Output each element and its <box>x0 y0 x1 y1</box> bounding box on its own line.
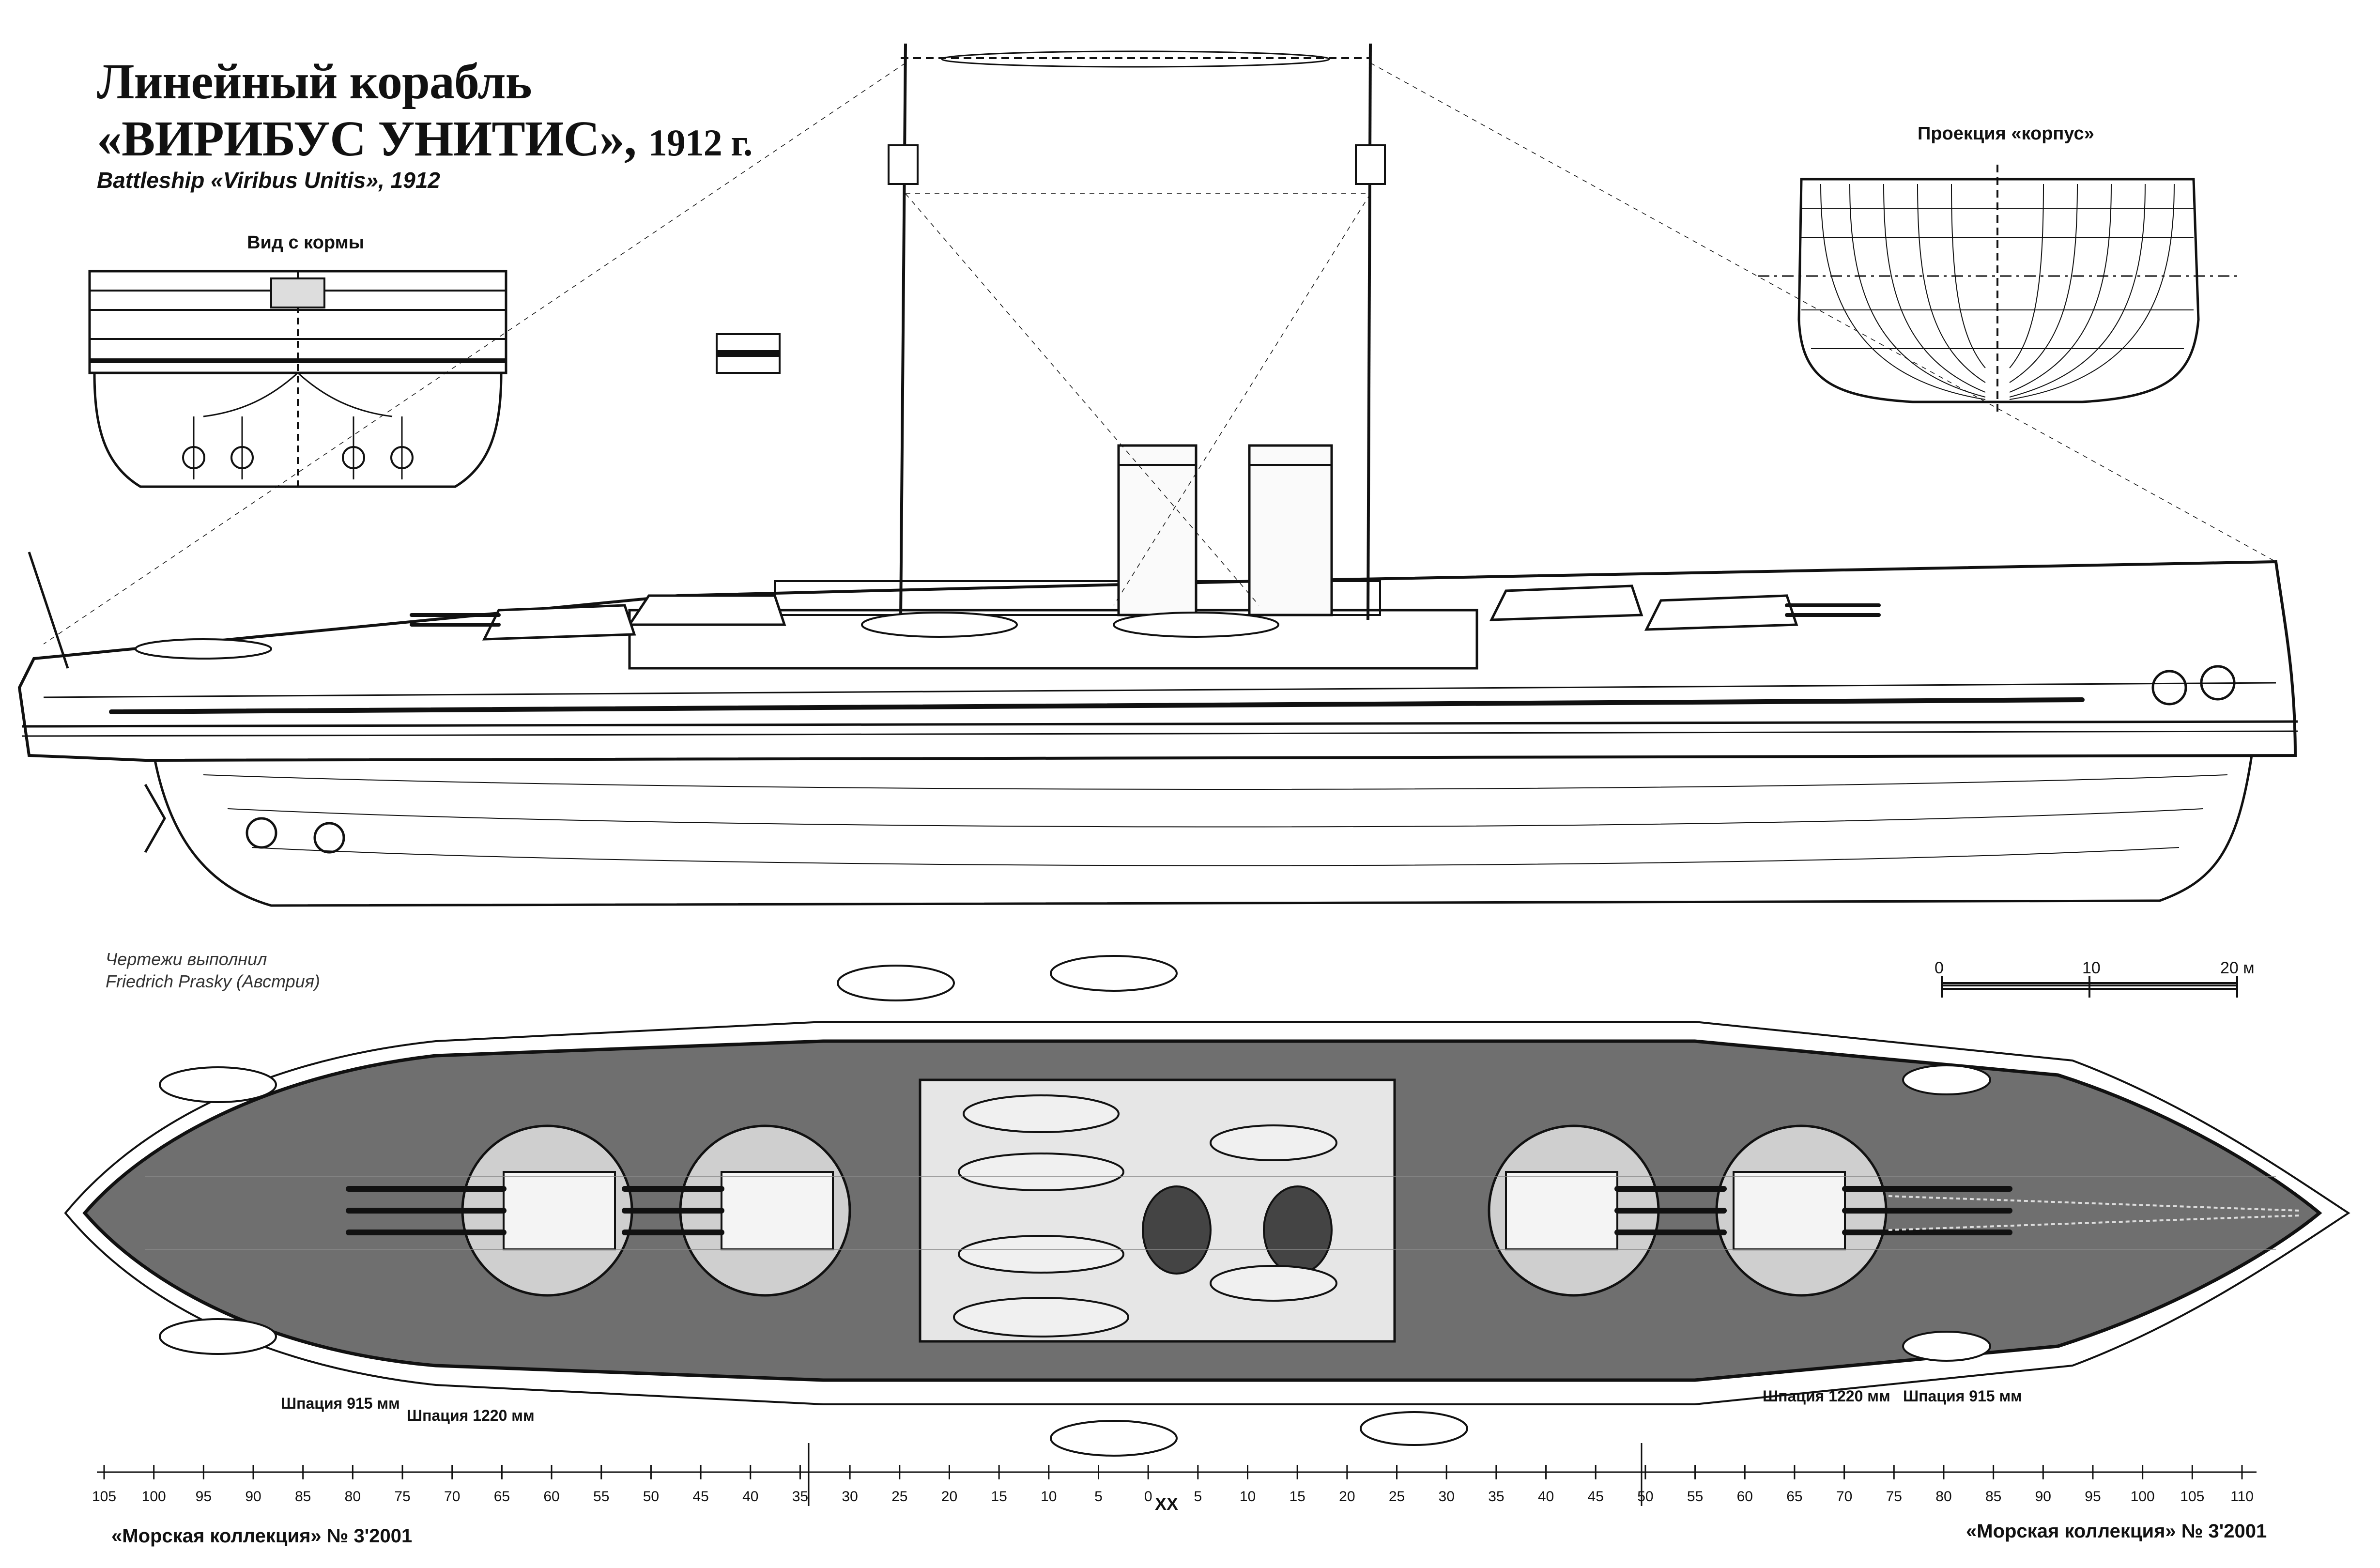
frame-label: 55 <box>1687 1489 1703 1505</box>
english-title: Battleship «Viribus Unitis», 1912 <box>97 168 440 193</box>
frame-label: 40 <box>1538 1489 1554 1505</box>
scale-label-10: 10 <box>2082 959 2101 977</box>
spacing-aft-1220: Шпация 1220 мм <box>407 1407 535 1424</box>
frame-label: 45 <box>1588 1489 1604 1505</box>
frame-label: 20 <box>1339 1489 1355 1505</box>
frame-label: 45 <box>692 1489 708 1505</box>
credit-line-2: Friedrich Prasky (Австрия) <box>106 971 320 991</box>
frame-label: 90 <box>245 1489 261 1505</box>
footer-left: «Морская коллекция» № 3'2001 <box>111 1525 413 1547</box>
frame-label: 40 <box>742 1489 758 1505</box>
frame-label: 20 <box>941 1489 957 1505</box>
frame-label: 10 <box>1240 1489 1256 1505</box>
spacing-fwd-915: Шпация 915 мм <box>1903 1387 2022 1405</box>
frame-label: 25 <box>891 1489 907 1505</box>
frame-label: 95 <box>2085 1489 2101 1505</box>
frame-label: 110 <box>2230 1489 2254 1505</box>
frame-ruler <box>97 1443 2257 1506</box>
frame-label: 10 <box>1041 1489 1057 1505</box>
frame-label: 100 <box>2131 1489 2155 1505</box>
scale-label-20: 20 м <box>2220 959 2255 977</box>
frame-label: 55 <box>593 1489 609 1505</box>
credit-line-1: Чертежи выполнил <box>106 949 267 969</box>
frame-label: 30 <box>842 1489 858 1505</box>
frame-label: 60 <box>543 1489 559 1505</box>
frame-label: 90 <box>2035 1489 2051 1505</box>
frame-label: 25 <box>1389 1489 1405 1505</box>
title-line-1: Линейный корабль <box>97 54 532 109</box>
body-plan <box>1758 165 2237 412</box>
frame-label: 50 <box>643 1489 659 1505</box>
spacing-fwd-1220: Шпация 1220 мм <box>1763 1387 1890 1405</box>
frame-label: 70 <box>444 1489 460 1505</box>
midship-mark: XX <box>1155 1494 1179 1514</box>
frame-label: 15 <box>1289 1489 1305 1505</box>
frame-label: 80 <box>345 1489 361 1505</box>
frame-label: 5 <box>1094 1489 1103 1505</box>
frame-label: 75 <box>394 1489 410 1505</box>
frame-label: 65 <box>1786 1489 1802 1505</box>
frame-label: 35 <box>1488 1489 1504 1505</box>
title-line-2: «ВИРИБУС УНИТИС», 1912 г. <box>97 110 752 171</box>
side-profile <box>17 43 2298 907</box>
frame-label: 70 <box>1836 1489 1852 1505</box>
frame-label: 30 <box>1439 1489 1455 1505</box>
frame-label: 35 <box>792 1489 808 1505</box>
body-plan-label: Проекция «корпус» <box>1918 123 2094 144</box>
frame-label: 75 <box>1886 1489 1902 1505</box>
footer-right: «Морская коллекция» № 3'2001 <box>1966 1521 2267 1542</box>
scale-label-0: 0 <box>1935 959 1944 977</box>
frame-label: 85 <box>1985 1489 2001 1505</box>
frame-label: 15 <box>991 1489 1007 1505</box>
stern-view-label: Вид с кормы <box>247 232 365 253</box>
frame-label: 65 <box>494 1489 510 1505</box>
scale-bar <box>1941 976 2238 998</box>
frame-label: 85 <box>295 1489 311 1505</box>
frame-label: 5 <box>1194 1489 1202 1505</box>
frame-label: 105 <box>92 1489 116 1505</box>
frame-label: 80 <box>1935 1489 1951 1505</box>
frame-label: 100 <box>142 1489 166 1505</box>
frame-label: 105 <box>2180 1489 2204 1505</box>
title-year: 1912 г. <box>648 122 753 164</box>
frame-label: 60 <box>1737 1489 1753 1505</box>
plan-view <box>64 955 2350 1457</box>
ship-name: «ВИРИБУС УНИТИС», <box>97 111 637 167</box>
frame-label: 95 <box>196 1489 212 1505</box>
author-credit: Чертежи выполнил Friedrich Prasky (Австр… <box>106 948 320 993</box>
frame-label: 0 <box>1144 1489 1152 1505</box>
drawing-title: Линейный корабль «ВИРИБУС УНИТИС», 1912 … <box>97 53 752 171</box>
frame-label: 50 <box>1637 1489 1653 1505</box>
stern-view <box>88 270 507 488</box>
spacing-aft-915: Шпация 915 мм <box>281 1395 400 1412</box>
